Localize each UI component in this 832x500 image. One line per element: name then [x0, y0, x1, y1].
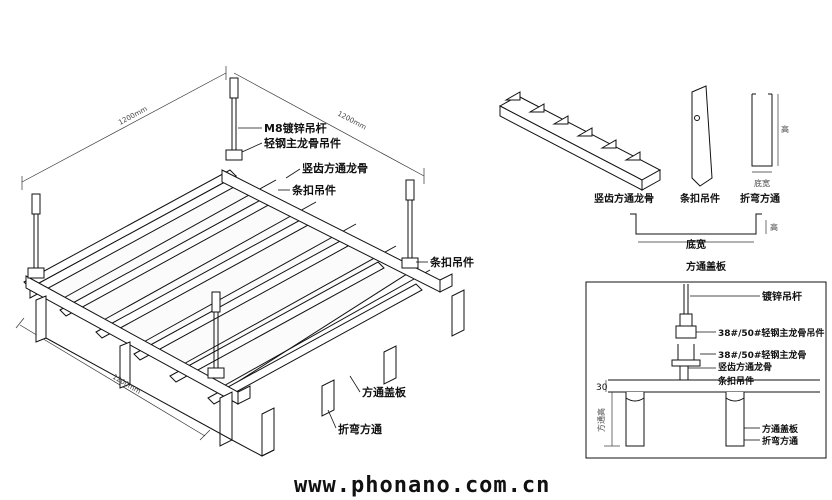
label-clip-hanger-top: 条扣吊件: [291, 183, 336, 197]
label-bent-tube-part: 折弯方通: [740, 192, 780, 205]
label-main-hanger: 轻钢主龙骨吊件: [264, 136, 341, 150]
isometric-assembly: [15, 66, 465, 457]
watermark-url: www.phonano.com.cn: [294, 473, 550, 498]
label-section-dim-30: 30: [596, 383, 608, 393]
label-m8-rod: M8镀锌吊杆: [264, 121, 327, 135]
cross-section: [585, 281, 827, 459]
label-section-main-keel: 38#/50#轻钢主龙骨: [718, 349, 806, 361]
label-section-serrated-keel: 竖齿方通龙骨: [718, 361, 772, 373]
main-keels: [25, 169, 453, 405]
label-cover-plate-part: 方通盖板: [686, 260, 727, 273]
label-cover-height: 高: [770, 222, 778, 232]
label-section-main-hanger: 38#/50#轻钢主龙骨吊件: [718, 327, 824, 339]
label-cover-width: 底宽: [686, 238, 706, 251]
hanger-rods: [27, 77, 419, 379]
label-section-cover-plate: 方通盖板: [762, 423, 799, 435]
ceiling-panels: [59, 179, 431, 389]
dimension-lines: [15, 66, 425, 441]
label-clip-hanger-part: 条扣吊件: [679, 192, 720, 205]
bent-tubes: [35, 289, 465, 457]
bent-tube-drawing: [751, 93, 779, 173]
label-clip-hanger-right: 条扣吊件: [429, 255, 474, 269]
section-frame: [585, 281, 827, 459]
label-serrated-keel: 竖齿方通龙骨: [302, 161, 368, 175]
serrated-keel-drawing: [498, 91, 662, 191]
leader-lines: [238, 127, 428, 429]
label-section-clip-hanger: 条扣吊件: [717, 375, 754, 387]
serrated-keels: [23, 169, 423, 405]
label-section-tube-height: 方通高: [596, 408, 606, 432]
cover-plate-drawing: [630, 213, 767, 243]
label-bent-tube: 折弯方通: [338, 422, 382, 436]
label-bent-tube-width: 底宽: [754, 178, 770, 188]
label-cover-plate: 方通盖板: [362, 385, 407, 399]
dim-right-1200: 1200mm: [336, 110, 368, 132]
label-section-bent-tube: 折弯方通: [762, 435, 798, 447]
part-details: [498, 85, 779, 243]
label-serrated-keel-part: 竖齿方通龙骨: [594, 192, 654, 205]
label-bent-tube-height: 高: [781, 124, 789, 134]
clip-hanger-drawing: [691, 85, 713, 187]
label-section-rod: 镀锌吊杆: [762, 290, 802, 303]
dim-left-1200: 1200mm: [117, 105, 149, 127]
